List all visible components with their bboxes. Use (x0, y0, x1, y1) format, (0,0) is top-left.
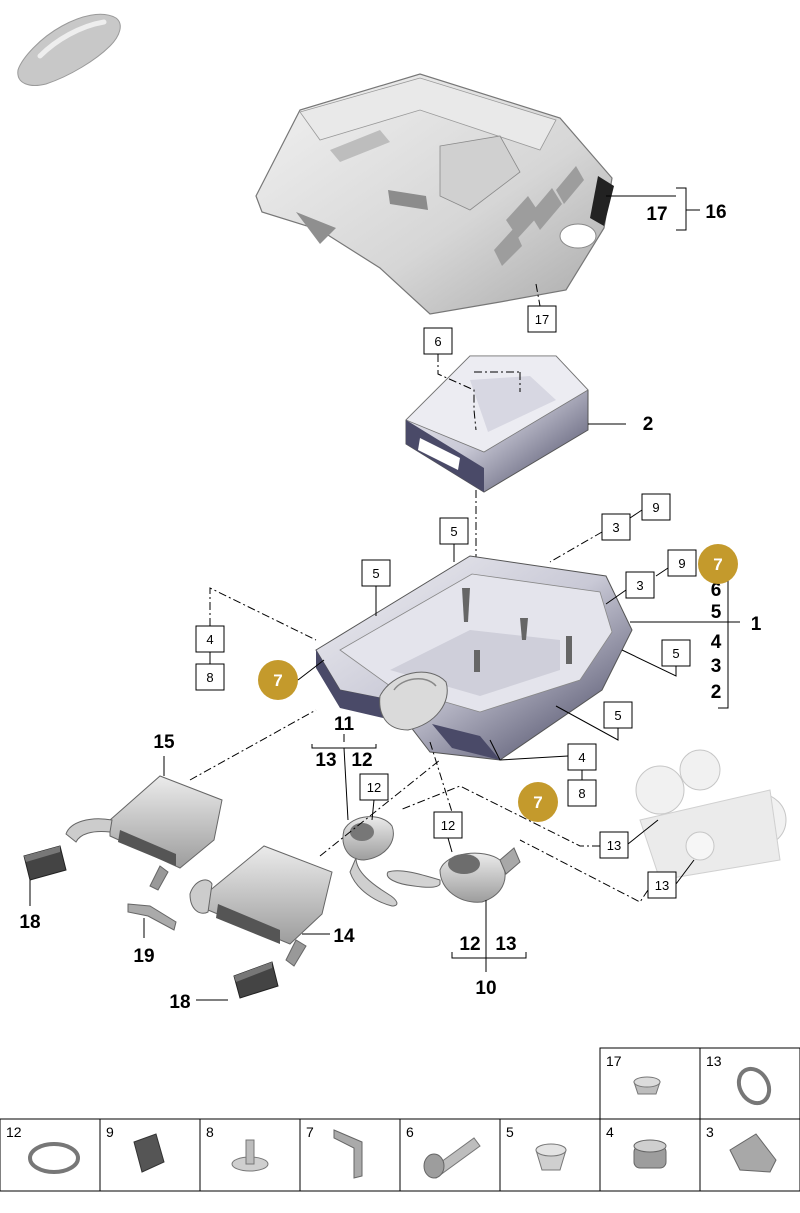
boxed-4-lower: 4 (578, 750, 585, 765)
clip-9-icon (133, 1133, 165, 1173)
callout-5-right: 5 (711, 602, 722, 623)
boxed-3-top: 3 (612, 520, 619, 535)
parts-cell-17: 17 (599, 1047, 701, 1120)
boxed-13-upper: 13 (607, 838, 621, 853)
svg-text:9: 9 (106, 1124, 114, 1140)
parts-cell-12: 12 (0, 1118, 101, 1192)
callout-13-upper: 13 (315, 750, 336, 771)
callout-13-lower: 13 (495, 934, 516, 955)
callout-4-right: 4 (711, 632, 722, 653)
parts-cell-7: 7 (299, 1118, 401, 1192)
intake-duct-15 (65, 775, 223, 891)
boxed-5-left: 5 (372, 566, 379, 581)
bracket-19 (127, 903, 177, 931)
turbocharger-assembly (635, 749, 787, 881)
parts-cell-4: 4 (599, 1118, 701, 1192)
callout-2: 2 (643, 414, 654, 435)
seal-ring-13-icon (736, 1066, 772, 1106)
boxed-4-left: 4 (206, 632, 213, 647)
boxed-3-mid: 3 (636, 578, 643, 593)
boxed-8-left: 8 (206, 670, 213, 685)
callout-3-right: 3 (711, 656, 722, 677)
parts-cell-6: 6 (399, 1118, 501, 1192)
parts-cell-9: 9 (99, 1118, 201, 1192)
clip-18-upper (23, 845, 67, 881)
callout-16-17-group: 17 16 (606, 187, 727, 231)
parts-cell-13: 13 (699, 1047, 800, 1120)
callout-18-upper: 18 (19, 912, 40, 933)
air-filter-housing (315, 555, 633, 761)
badge-7-left: 7 (258, 660, 298, 700)
car-icon (17, 13, 121, 86)
clip-3-icon (729, 1133, 777, 1173)
boxed-12-left: 12 (367, 780, 381, 795)
callout-1: 1 (751, 614, 762, 635)
boxed-5-right: 5 (672, 646, 679, 661)
svg-text:13: 13 (706, 1053, 722, 1069)
callout-18-lower: 18 (169, 992, 190, 1013)
svg-text:7: 7 (713, 555, 722, 574)
callout-15: 15 (153, 732, 175, 753)
boxed-5-lower: 5 (614, 708, 621, 723)
boxed-8-lower: 8 (578, 786, 585, 801)
bracket-7-icon (333, 1129, 363, 1179)
parts-cell-5: 5 (499, 1118, 601, 1192)
expansion-rivet-8-icon (231, 1139, 269, 1172)
svg-text:4: 4 (606, 1124, 614, 1140)
svg-text:7: 7 (273, 671, 282, 690)
boxed-6: 6 (434, 334, 441, 349)
air-filter (405, 355, 589, 493)
callout-2-right: 2 (711, 682, 722, 703)
badge-7-top-right: 7 (698, 544, 738, 584)
boxed-9-mid: 9 (678, 556, 685, 571)
callout-11: 11 (334, 714, 355, 735)
svg-text:3: 3 (706, 1124, 714, 1140)
throttle-body-11 (342, 816, 398, 907)
intake-duct-14 (189, 845, 333, 967)
parts-cell-8: 8 (199, 1118, 301, 1192)
clip-18-lower (233, 961, 279, 999)
boxed-12-right: 12 (441, 818, 455, 833)
boxed-17: 17 (535, 312, 549, 327)
callout-12-upper: 12 (351, 750, 372, 771)
boxed-5-top: 5 (450, 524, 457, 539)
engine-cover (255, 73, 614, 315)
svg-text:6: 6 (406, 1124, 414, 1140)
boxed-13-lower: 13 (655, 878, 669, 893)
parts-cell-3: 3 (699, 1118, 800, 1192)
parts-table: 17 13 12 9 8 (0, 1047, 800, 1192)
callout-14: 14 (333, 926, 355, 947)
rubber-mount-5-icon (535, 1143, 567, 1171)
svg-text:7: 7 (306, 1124, 314, 1140)
callout-19: 19 (133, 946, 154, 967)
callout-6-right: 6 (711, 580, 722, 601)
svg-text:17: 17 (606, 1053, 622, 1069)
hose-clamp-12-icon (28, 1142, 80, 1174)
throttle-body-10 (386, 847, 521, 903)
callout-16: 16 (705, 202, 726, 223)
svg-text:8: 8 (206, 1124, 214, 1140)
grommet-4-icon (633, 1139, 667, 1169)
boxed-9-top: 9 (652, 500, 659, 515)
callout-17: 17 (646, 204, 667, 225)
badge-7-center: 7 (518, 782, 558, 822)
callout-10: 10 (475, 978, 496, 999)
svg-text:5: 5 (506, 1124, 514, 1140)
bolt-6-icon (423, 1137, 481, 1179)
callout-12-lower: 12 (459, 934, 480, 955)
svg-text:7: 7 (533, 793, 542, 812)
svg-text:12: 12 (6, 1124, 22, 1140)
